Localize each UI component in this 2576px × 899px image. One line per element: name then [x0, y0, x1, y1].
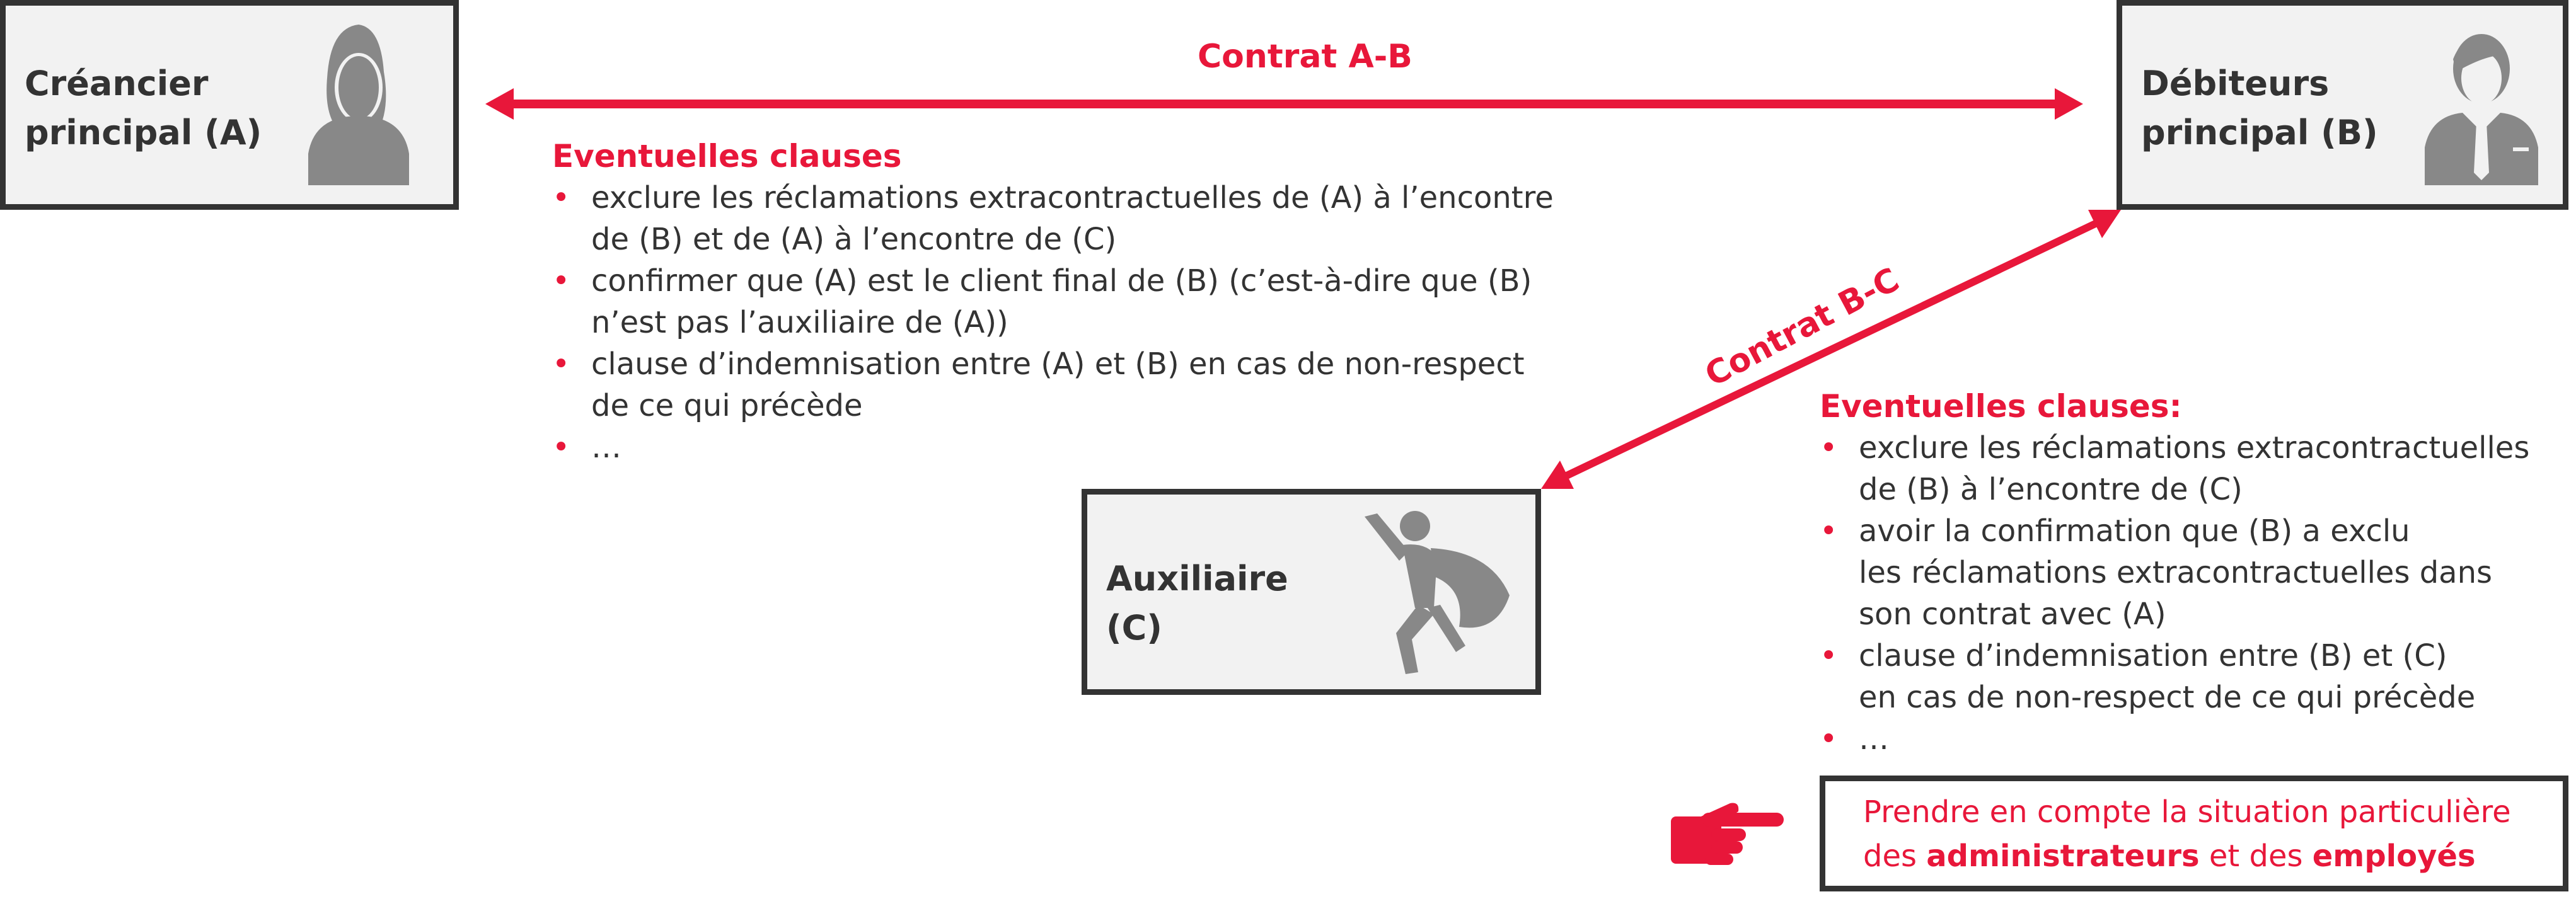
party-box-auxiliary: Auxiliaire (C): [1082, 489, 1541, 695]
list-item-line: …: [591, 430, 621, 465]
party-box-creditor: Créancier principal (A): [0, 0, 459, 210]
clauses-bc-title: Eventuelles clauses:: [1820, 388, 2182, 425]
party-label-creditor: Créancier principal (A): [25, 59, 262, 157]
list-item-line: n’est pas l’auxiliaire de (A)): [591, 305, 1008, 340]
note-line-2: des administrateurs et des employés: [1863, 834, 2563, 878]
clauses-bc-list: exclure les réclamations extracontractue…: [1820, 427, 2529, 760]
note-emphasis-employees: employés: [2312, 839, 2476, 874]
list-item: clause d’indemnisation entre (B) et (C) e…: [1820, 635, 2529, 718]
clauses-ab: Eventuelles clauses exclure les réclamat…: [552, 135, 1554, 468]
list-item-line: en cas de non-respect de ce qui précède: [1859, 680, 2476, 715]
note-box: Prendre en compte la situation particuli…: [1820, 776, 2568, 891]
note-text: des: [1863, 839, 1927, 874]
list-item-line: clause d’indemnisation entre (A) et (B) …: [591, 346, 1525, 382]
note-emphasis-administrators: administrateurs: [1926, 839, 2200, 874]
party-label-line: Créancier: [25, 64, 209, 103]
clauses-ab-title: Eventuelles clauses: [552, 138, 902, 175]
note-text: et des: [2199, 839, 2313, 874]
list-item-line: son contrat avec (A): [1859, 597, 2166, 632]
pointing-hand-icon: [1671, 803, 1784, 865]
party-label-auxiliary: Auxiliaire (C): [1106, 554, 1288, 653]
superhero-icon: [1365, 511, 1510, 674]
list-item: …: [552, 427, 1554, 468]
list-item-line: de ce qui précède: [591, 388, 863, 423]
list-item: confirmer que (A) est le client final de…: [552, 260, 1554, 343]
party-label-line: principal (B): [2141, 113, 2378, 152]
list-item-line: exclure les réclamations extracontractue…: [591, 180, 1554, 215]
list-item-line: confirmer que (A) est le client final de…: [591, 263, 1532, 299]
arrow-contract-ab: [485, 88, 2083, 120]
note-line-1: Prendre en compte la situation particuli…: [1863, 794, 2511, 830]
list-item: exclure les réclamations extracontractue…: [1820, 427, 2529, 510]
woman-avatar-icon: [308, 25, 409, 185]
list-item: avoir la confirmation que (B) a exclu les…: [1820, 510, 2529, 635]
list-item-line: clause d’indemnisation entre (B) et (C): [1859, 638, 2447, 673]
party-box-debtor: Débiteurs principal (B): [2117, 0, 2568, 210]
clauses-ab-list: exclure les réclamations extracontractue…: [552, 177, 1554, 468]
list-item-line: les réclamations extracontractuelles dan…: [1859, 555, 2493, 590]
list-item-line: exclure les réclamations extracontractue…: [1859, 430, 2530, 466]
contract-ab-label: Contrat A-B: [1198, 38, 1412, 76]
list-item: …: [1820, 718, 2529, 760]
list-item: clause d’indemnisation entre (A) et (B) …: [552, 343, 1554, 427]
party-label-line: (C): [1106, 608, 1162, 648]
list-item: exclure les réclamations extracontractue…: [552, 177, 1554, 260]
list-item-line: de (B) à l’encontre de (C): [1859, 472, 2243, 507]
list-item-line: …: [1859, 721, 1889, 757]
party-label-debtor: Débiteurs principal (B): [2141, 59, 2378, 157]
party-label-line: Débiteurs: [2141, 64, 2330, 103]
party-label-line: principal (A): [25, 113, 262, 152]
party-label-line: Auxiliaire: [1106, 559, 1288, 598]
list-item-line: de (B) et de (A) à l’encontre de (C): [591, 222, 1117, 257]
businessman-avatar-icon: [2425, 34, 2538, 185]
arrow-contract-bc: [1541, 210, 2121, 489]
list-item-line: avoir la confirmation que (B) a exclu: [1859, 513, 2410, 549]
clauses-bc: Eventuelles clauses: exclure les réclama…: [1820, 386, 2529, 760]
